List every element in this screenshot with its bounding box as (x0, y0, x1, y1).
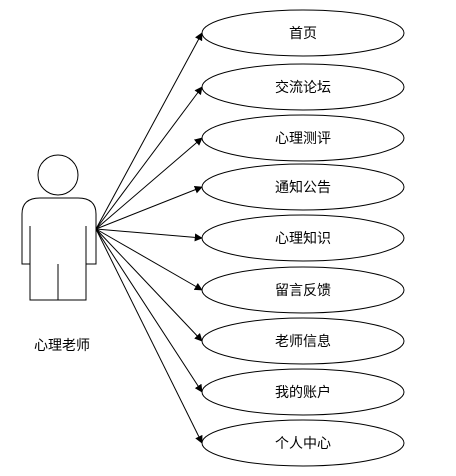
use-case-ellipse (201, 266, 405, 314)
use-case-ellipse (201, 317, 405, 365)
use-case-label: 心理测评 (275, 131, 331, 147)
association-arrow (95, 228, 203, 444)
use-case-label: 老师信息 (275, 333, 331, 350)
actor-head (37, 154, 79, 196)
use-case-ellipse (201, 114, 405, 162)
use-case-label: 通知公告 (275, 179, 331, 196)
use-case: 心理知识 (201, 214, 405, 262)
use-case-ellipse (201, 163, 405, 211)
use-case: 我的账户 (201, 368, 405, 416)
use-case-label: 心理知识 (275, 230, 331, 247)
use-case: 通知公告 (201, 163, 405, 211)
use-case-ellipse (201, 419, 405, 467)
association-arrow (95, 228, 203, 342)
use-case-label: 留言反馈 (275, 283, 331, 299)
use-case-label: 个人中心 (275, 436, 331, 452)
use-case-ellipse (201, 63, 405, 111)
association-arrow (95, 228, 203, 393)
use-case-ellipse (201, 368, 405, 416)
actor-label: 心理老师 (34, 338, 90, 354)
use-case-ellipse (201, 214, 405, 262)
association-arrow (95, 86, 203, 230)
actor-body (21, 197, 97, 301)
use-case: 老师信息 (201, 317, 405, 365)
association-arrow (95, 185, 203, 230)
use-case: 心理测评 (201, 114, 405, 162)
association-arrow (95, 228, 203, 242)
association-arrow (95, 137, 203, 230)
use-case: 留言反馈 (201, 266, 405, 314)
use-case: 交流论坛 (201, 63, 405, 111)
use-case: 个人中心 (201, 419, 405, 467)
association-arrow (95, 228, 203, 291)
connectors (95, 32, 203, 444)
use-case-label: 交流论坛 (275, 79, 331, 96)
association-arrow (95, 32, 203, 230)
use-case-label: 我的账户 (275, 384, 331, 401)
use-case-label: 首页 (289, 26, 317, 42)
use-case-ellipse (201, 9, 405, 57)
use-case: 首页 (201, 9, 405, 57)
actor-figure (21, 154, 97, 301)
